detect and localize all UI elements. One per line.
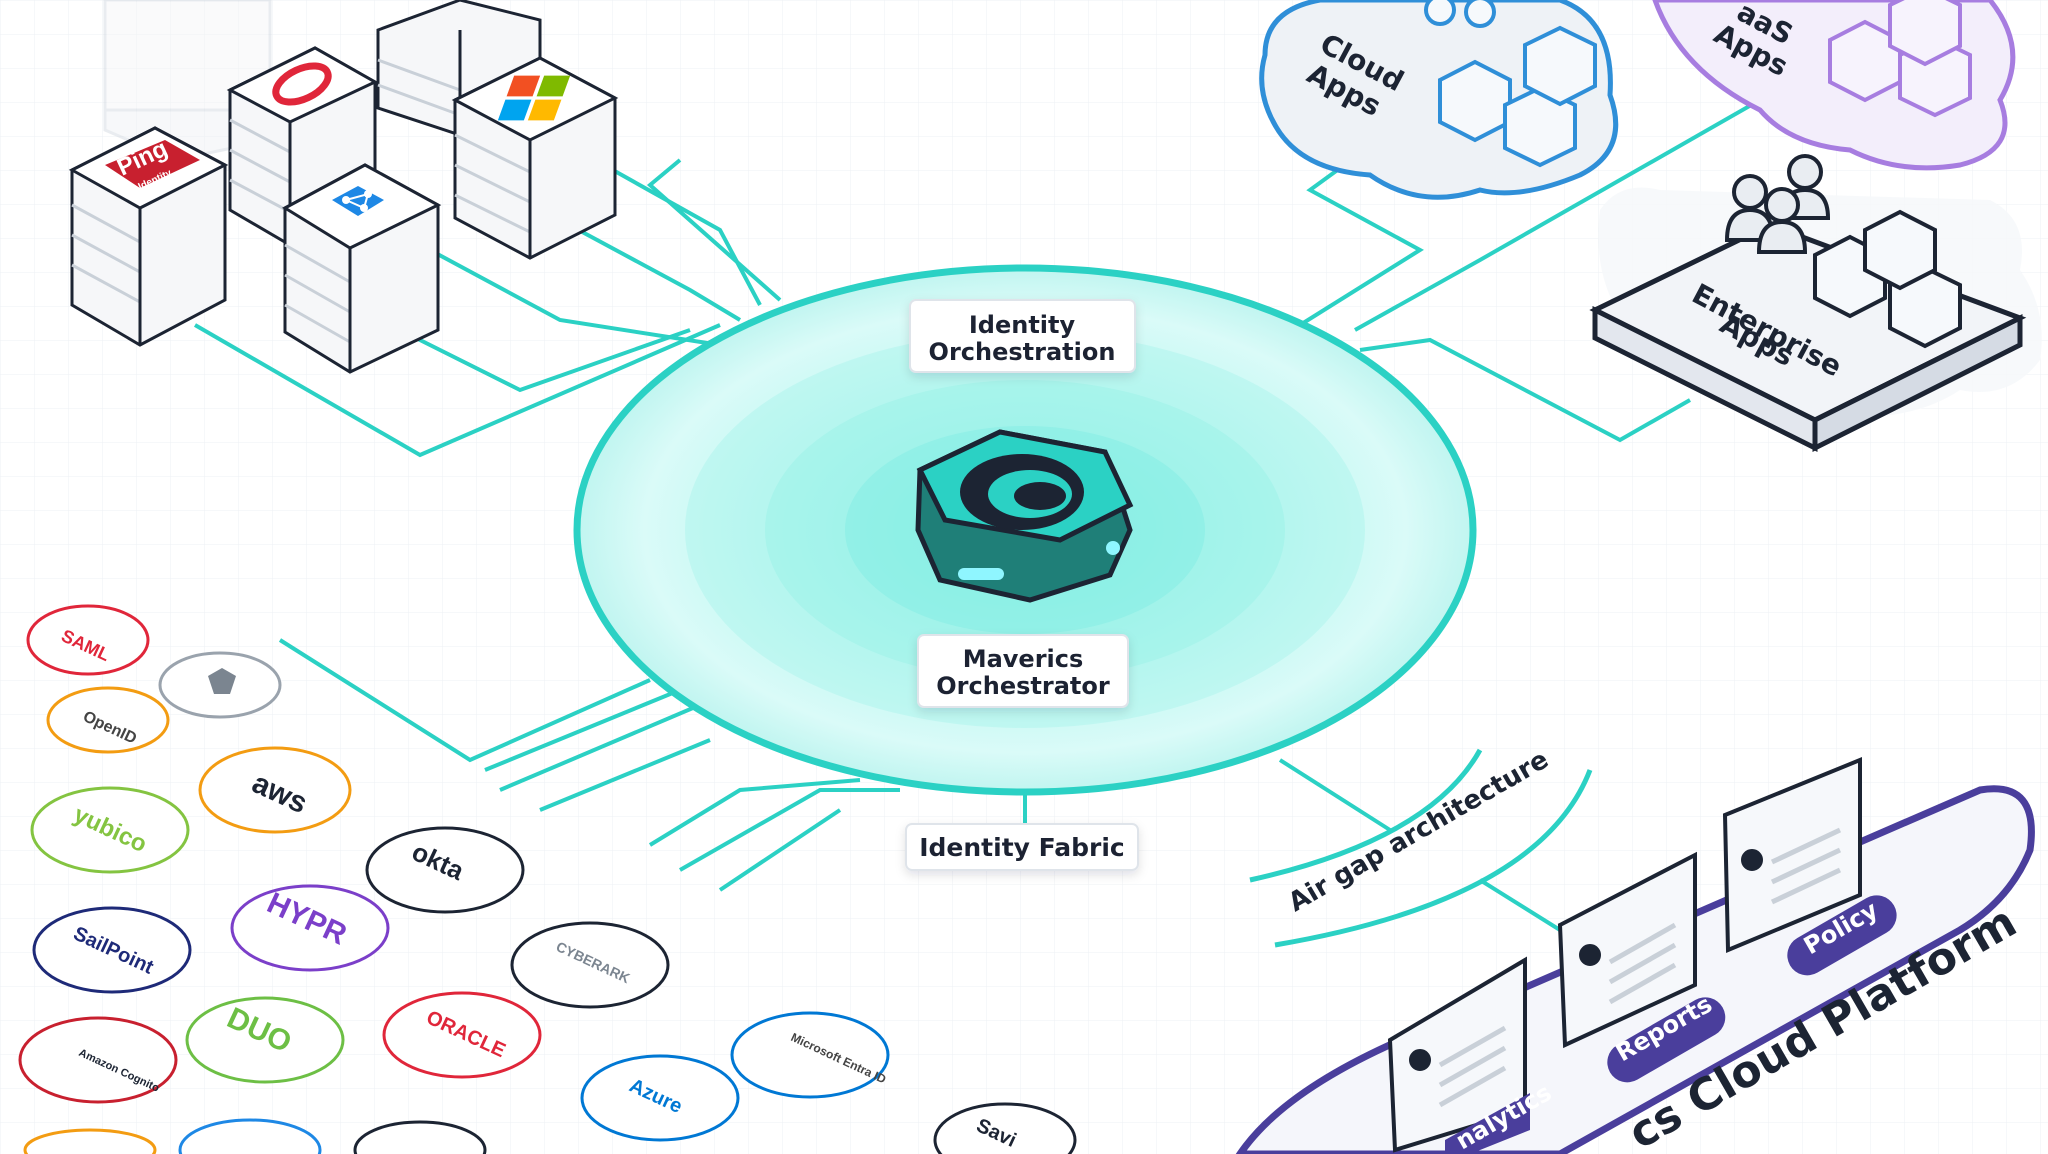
server-stack-graph: [281, 163, 442, 374]
network-logo-icon: [332, 186, 384, 216]
cloud-yubico: yubico: [30, 786, 190, 874]
cloud-apps-group: Cloud Apps: [1259, 0, 1619, 200]
identity-fabric-label: Identity Fabric: [905, 823, 1139, 871]
cloud-aws: aws: [198, 746, 352, 834]
users-icon: [1724, 154, 1831, 254]
dashboard-screen-3: [1722, 757, 1862, 953]
ping-logo-icon: [105, 140, 200, 188]
cloud-azure: Azure: [580, 1054, 740, 1142]
server-stack-ping: Ping Identity: [68, 126, 229, 347]
cloud-microsoft-entra: Microsoft Entra ID: [730, 1011, 890, 1099]
label-line-2: Orchestrator: [936, 672, 1110, 700]
oracle-logo-icon: [272, 62, 332, 106]
cloud-duo: DUO: [185, 996, 345, 1084]
svg-text:Identity Fabric: Identity Fabric: [919, 833, 1125, 862]
cloud-hypr: HYPR: [230, 884, 390, 972]
idp-clouds: SAML OpenID aws yubico okta HYPR SailP: [18, 604, 1077, 1154]
microsoft-logo-icon: [497, 75, 571, 121]
app-cubes-icon: [1813, 209, 1962, 349]
label-line-1: Identity: [969, 311, 1076, 339]
cloud-oracle: ORACLE: [382, 991, 542, 1079]
server-stack-microsoft: [451, 56, 619, 260]
cloud-okta: okta: [365, 826, 525, 914]
dashboard-screen-2: [1557, 851, 1697, 1049]
maverics-orchestrator-icon: [915, 429, 1134, 603]
connection-lines: [193, 98, 1761, 948]
label-line-2: Orchestration: [929, 338, 1116, 366]
cloud-gray-logo: [158, 651, 282, 719]
cloud-openid: OpenID: [46, 686, 170, 754]
saas-apps-group: aaS Apps: [1652, 0, 2016, 171]
shield-icon: [208, 668, 236, 694]
cloud-partial-bottom: [23, 1118, 487, 1154]
server-stacks: Ping Identity: [68, 0, 619, 374]
cloud-sailpoint: SailPoint: [32, 906, 192, 994]
identity-orchestration-label: Identity Orchestration: [909, 299, 1136, 373]
enterprise-apps-group: Enterprise Apps: [1589, 154, 2042, 453]
maverics-orchestrator-label: Maverics Orchestrator: [917, 634, 1129, 708]
cloud-cyberark: CYBERARK: [510, 921, 670, 1009]
cloud-amazon-cognito: Amazon Cognito: [18, 1016, 178, 1104]
label-line-1: Maverics: [963, 645, 1084, 673]
cloud-saml: SAML: [26, 604, 150, 676]
app-cubes-icon: [1438, 25, 1597, 168]
app-cubes-icon: [1828, 0, 1972, 118]
users-icon: [1424, 0, 1496, 28]
cloud-savi: Savi: [933, 1102, 1077, 1154]
